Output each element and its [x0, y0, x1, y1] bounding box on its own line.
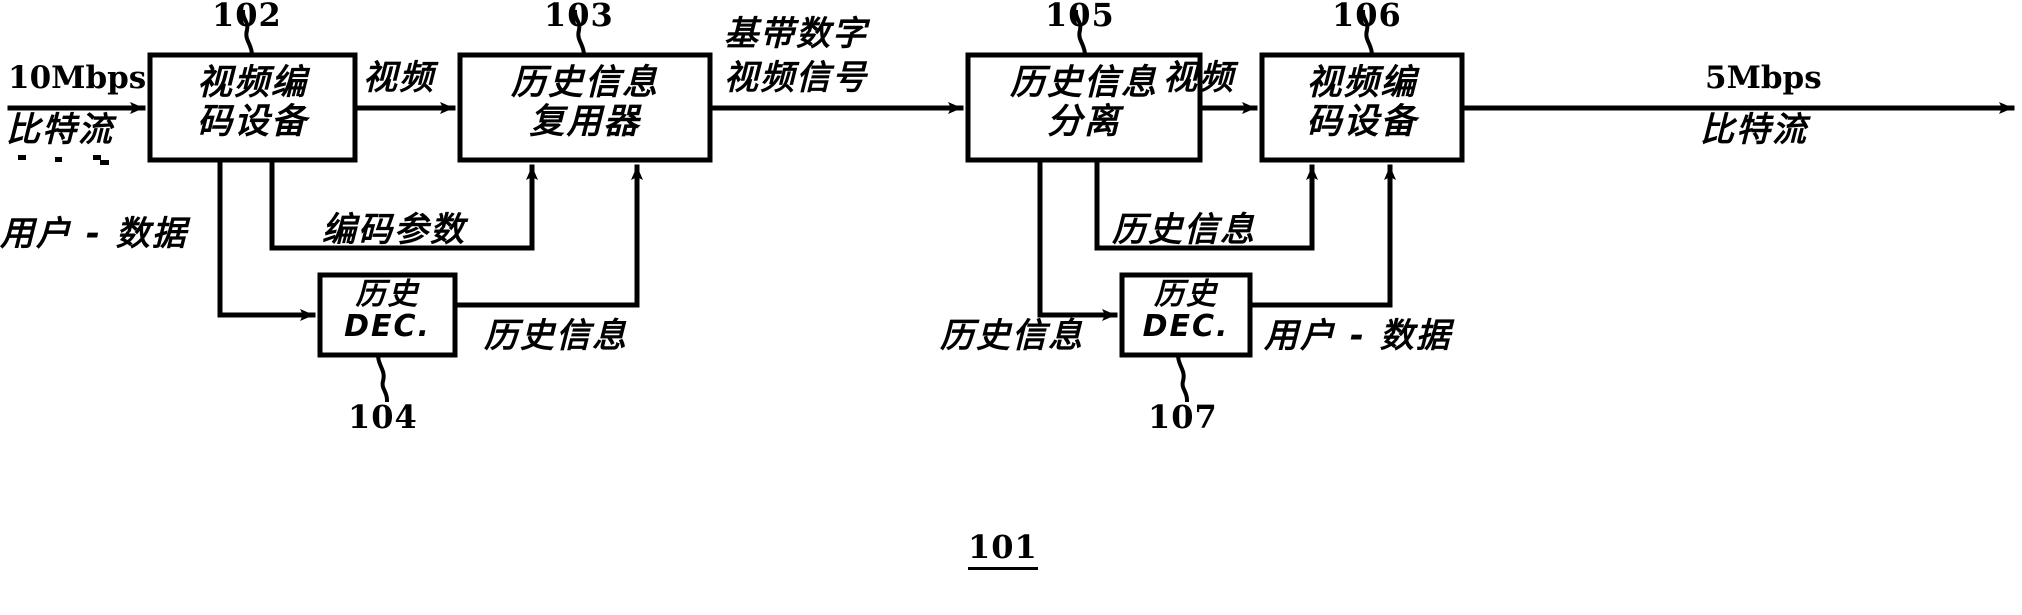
block-title-history-separator: 历史信息 分离: [1009, 63, 1158, 143]
reference-numeral-102: 102: [212, 0, 282, 34]
scan-dot: [18, 155, 26, 160]
leader-105: [1073, 9, 1088, 58]
reference-numeral-106: 106: [1332, 0, 1402, 34]
block-title-history-dec-left: 历史 DEC.: [344, 277, 431, 344]
block-title-history-dec-right: 历史 DEC.: [1142, 277, 1230, 344]
label-video-1: 视频: [363, 58, 435, 98]
leader-107: [1175, 352, 1190, 403]
label-baseband-line1: 基带数字: [724, 14, 868, 54]
reference-numeral-105: 105: [1045, 0, 1115, 34]
block-title-video-encoder-right: 视频编 码设备: [1306, 63, 1418, 143]
label-history-info-left-low: 历史信息: [484, 316, 628, 356]
box-history-dec-right: [1119, 272, 1253, 358]
scan-dot: [55, 157, 62, 162]
label-history-info-right-low: 历史信息: [940, 316, 1084, 356]
reference-numeral-107: 107: [1148, 398, 1218, 436]
label-history-info-right-mid: 历史信息: [1112, 210, 1256, 250]
figure-number: 101: [968, 530, 1038, 570]
label-user-data-right: 用户 - 数据: [1264, 316, 1452, 356]
leader-103: [572, 9, 587, 58]
box-history-dec-left: [317, 272, 458, 358]
leader-102: [240, 9, 255, 58]
path-history-info-to-enc106: [1094, 157, 1318, 251]
label-output-rate: 5Mbps: [1705, 60, 1822, 96]
path-user-data-to-enc106: [1247, 164, 1396, 308]
label-input-bitstream: 比特流: [6, 110, 114, 150]
label-baseband-line2: 视频信号: [724, 58, 868, 98]
leader-106: [1360, 9, 1375, 58]
path-separator-to-dec107: [1037, 157, 1118, 321]
path-history-info-to-mux: [452, 164, 643, 308]
label-output-bitstream: 比特流: [1700, 110, 1808, 150]
reference-numeral-103: 103: [544, 0, 614, 34]
reference-numeral-104: 104: [348, 398, 418, 436]
label-user-data-left: 用户 - 数据: [0, 214, 188, 254]
block-title-video-encoder-left: 视频编 码设备: [196, 63, 308, 143]
block-title-history-multiplexer: 历史信息 复用器: [510, 63, 659, 143]
path-encoding-params: [269, 157, 538, 251]
label-encoding-params: 编码参数: [322, 210, 466, 250]
path-encoder-to-dec104: [217, 157, 316, 321]
scan-dot: [93, 155, 101, 160]
label-video-2: 视频: [1163, 58, 1235, 98]
label-input-rate: 10Mbps: [8, 60, 147, 96]
leader-104: [375, 352, 390, 403]
scan-dot: [100, 160, 109, 165]
